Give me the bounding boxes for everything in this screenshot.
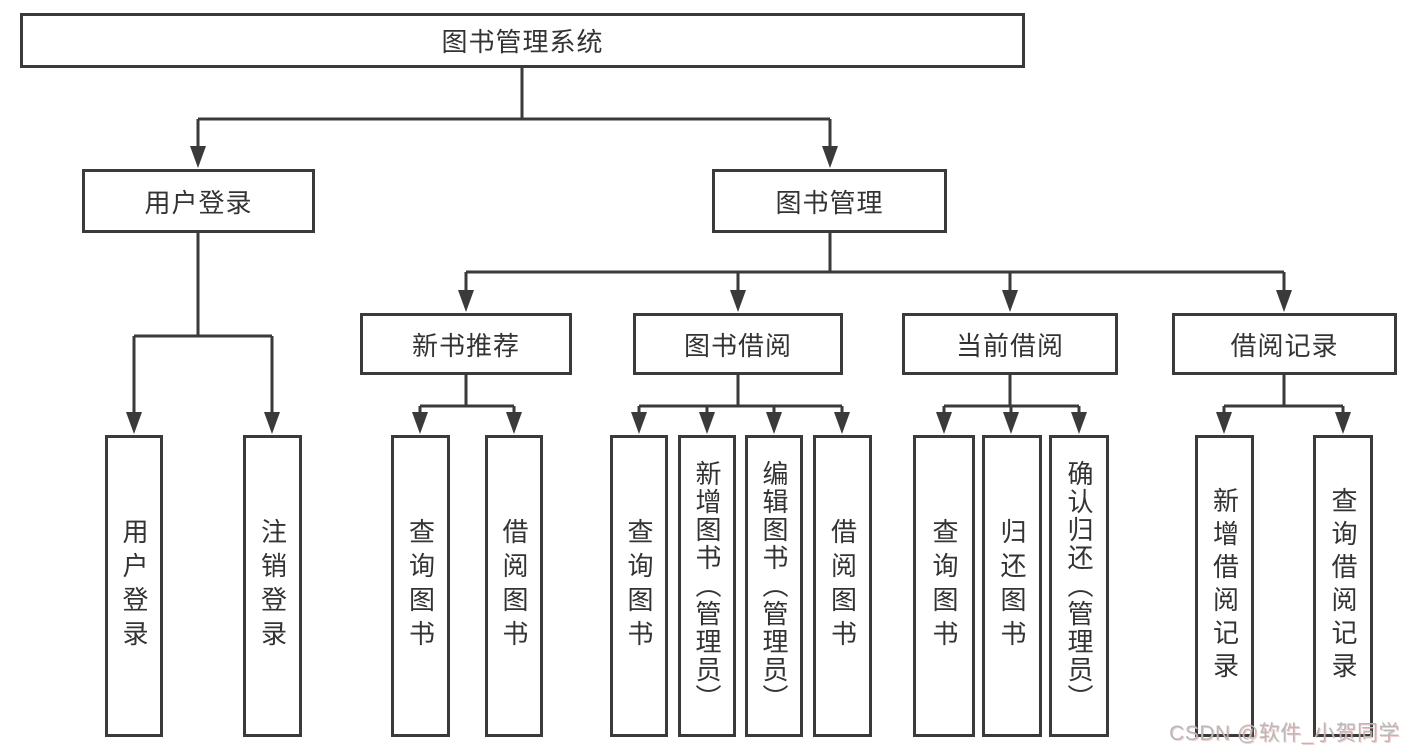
node-label: 归还图书 [997,518,1027,654]
node-label: 图书借阅 [683,330,792,361]
node-book-borrowing: 图书借阅 [633,313,843,375]
node-borrowing-records: 借阅记录 [1172,313,1397,375]
leaf-add-borrow-record: 新增借阅记录 [1195,435,1254,737]
node-label: 查询借阅记录 [1328,487,1358,685]
leaf-edit-books-admin: 编辑图书（管理员） [745,435,803,737]
arrow-down-icons [126,146,1351,434]
leaf-return-books: 归还图书 [982,435,1042,737]
connector-root-branch [196,68,832,150]
leaf-confirm-return-admin: 确认归还（管理员） [1049,435,1109,737]
connector-current-borrow-branch [942,375,1081,416]
node-label: 注销登录 [257,518,288,654]
node-label: 用户登录 [144,187,253,218]
leaf-borrow-books: 借阅图书 [813,435,872,737]
connector-borrow-records-branch [1222,375,1345,416]
node-label: 用户登录 [119,518,149,654]
node-label: 查询图书 [624,518,654,654]
leaf-query-books-borrow: 查询图书 [610,435,668,737]
node-label: 查询图书 [929,518,959,654]
node-label: 新增图书（管理员） [692,460,722,712]
node-book-management: 图书管理 [712,169,947,233]
node-label: 新增借阅记录 [1209,487,1240,685]
node-current-borrowing: 当前借阅 [902,313,1118,375]
connector-book-management-branch [464,233,1286,294]
node-new-book-recommendation: 新书推荐 [360,313,572,375]
node-label: 图书管理 [775,187,884,218]
node-label: 借阅图书 [827,518,858,654]
node-label: 借阅图书 [499,518,529,654]
leaf-query-books-current: 查询图书 [913,435,975,737]
connector-user-login-branch [132,233,274,416]
node-label: 查询图书 [405,518,436,654]
leaf-logout: 注销登录 [243,435,302,737]
leaf-add-books-admin: 新增图书（管理员） [678,435,736,737]
leaf-borrow-books-recommend: 借阅图书 [485,435,543,737]
node-library-management-system: 图书管理系统 [20,13,1025,68]
leaf-query-books-recommend: 查询图书 [391,435,450,737]
leaf-query-borrow-record: 查询借阅记录 [1313,435,1373,737]
leaf-user-login: 用户登录 [105,435,163,737]
connector-book-borrow-branch [637,375,844,416]
watermark: CSDN @软件_小贺同学 [1169,722,1400,745]
node-user-login: 用户登录 [82,169,315,233]
node-label: 确认归还（管理员） [1064,460,1094,712]
node-label: 借阅记录 [1230,330,1339,361]
connector-new-book-branch [418,375,516,416]
node-label: 当前借阅 [955,330,1064,361]
node-label: 编辑图书（管理员） [759,460,789,712]
node-label: 新书推荐 [411,330,520,361]
node-label: 图书管理系统 [441,27,604,57]
